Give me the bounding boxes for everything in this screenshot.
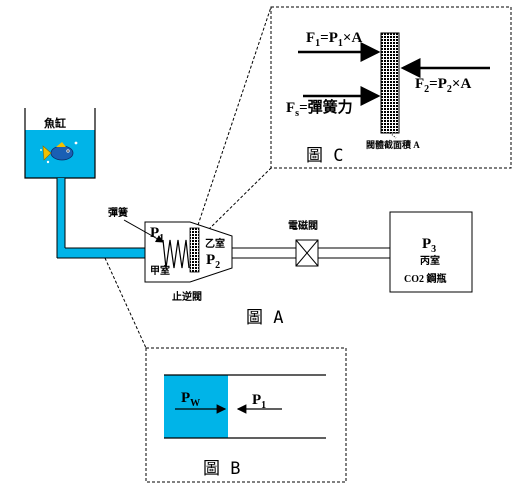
fs-label: Fs=彈簧力: [286, 98, 353, 119]
area-label: 閥體截面積 A: [366, 139, 420, 150]
area-leader: [389, 132, 397, 139]
figure-a: 魚缸 彈簧 P1 甲室 乙室 P2 止逆閥: [24, 108, 473, 328]
solenoid-label: 電磁閥: [288, 219, 318, 232]
valve-body: [189, 227, 200, 273]
figure-c-caption: 圖 C: [306, 146, 343, 166]
p3-label: P3: [422, 236, 436, 255]
co2-bottle: [389, 211, 473, 293]
figure-b-caption: 圖 B: [203, 459, 240, 479]
solenoid-valve-x2: [295, 239, 319, 267]
figure-c-leader-top: [197, 6, 272, 226]
spring: [162, 239, 190, 269]
p1-label: P1: [150, 225, 164, 244]
spring-label: 彈簧: [108, 206, 128, 219]
check-valve-name: 止逆閥: [172, 290, 202, 303]
figure-b-frame: [145, 347, 347, 483]
p1-pressure-label: P1: [252, 392, 266, 411]
co2-bottle-name: CO2 鋼瓶: [404, 272, 447, 285]
chamber-b-label: 乙室: [205, 237, 225, 250]
figure-a-caption: 圖 A: [246, 308, 283, 328]
tank-label: 魚缸: [44, 116, 66, 130]
f1-label: F1=P1×A: [306, 30, 362, 49]
chamber-c-label: 丙室: [420, 254, 440, 267]
chamber-a-label: 甲室: [150, 264, 170, 277]
figure-b: PW P1 圖 B: [145, 347, 347, 483]
pw-label: PW: [181, 390, 200, 409]
figure-c-leader-bottom: [204, 167, 272, 234]
figure-b-leader: [104, 257, 147, 349]
water-pipe: [57, 178, 145, 258]
figure-c-frame: [270, 6, 512, 169]
check-valve-housing: [144, 221, 233, 283]
valve-body-section: [380, 32, 400, 134]
figure-c: F1=P1×A F2=P2×A Fs=彈簧力 閥體截面積 A 圖 C: [270, 6, 512, 169]
spring-pointer: [123, 219, 164, 243]
fish-icon: [40, 141, 78, 164]
p2-label: P2: [206, 252, 220, 271]
f2-label: F2=P2×A: [415, 76, 471, 95]
